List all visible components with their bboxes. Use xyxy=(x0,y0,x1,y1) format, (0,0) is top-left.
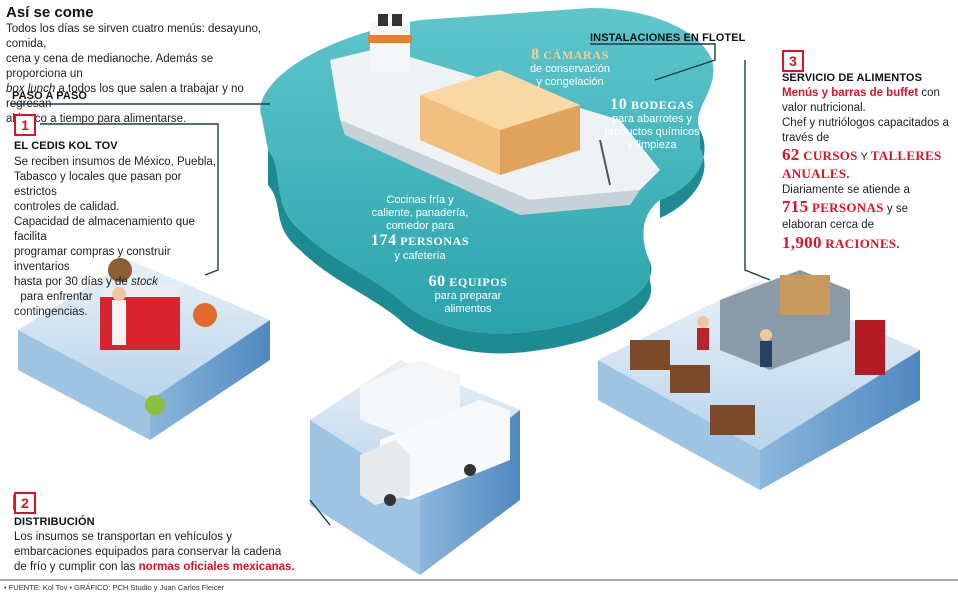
step3-text: Menús y barras de buffet con valor nutri… xyxy=(782,86,954,255)
equip-num: 60 xyxy=(428,273,446,290)
step3-rations-num: 1,900 xyxy=(782,233,822,252)
step3-line-1-rest: con xyxy=(918,87,940,99)
step3-line-2: valor nutricional. xyxy=(782,102,866,114)
step3-workshops-word: TALLERES xyxy=(870,148,942,163)
step2-line-1: Los insumos se transportan en vehículos … xyxy=(14,531,232,543)
step3-people-num: 715 xyxy=(782,197,809,216)
step1-title: EL CEDIS KOL TOV xyxy=(14,140,118,152)
flotel-chambers: 8 CÁMARAS de conservación y congelación xyxy=(520,46,620,89)
equip-line-2: alimentos xyxy=(444,303,492,315)
footer-source: • FUENTE: Kol Tov • GRÁFICO: PCH Studio … xyxy=(4,583,225,592)
step3-rations-word: RACIONES. xyxy=(821,236,900,251)
chambers-headline: 8 CÁMARAS xyxy=(520,46,620,63)
step1-line-7: contingencias. xyxy=(14,306,88,318)
ship-illustration xyxy=(330,14,660,215)
step2-badge: 2 xyxy=(14,492,36,514)
warehouses-line-1: para abarrotes y xyxy=(611,113,693,125)
intro-box-lunch: box lunch xyxy=(6,83,56,95)
step1-stock: stock xyxy=(131,276,158,288)
kitchen-line-2: caliente, panadería, xyxy=(371,207,469,219)
step3-people-word: PERSONAS xyxy=(808,200,884,215)
step3-people-rest: y se xyxy=(883,203,909,215)
flotel-warehouses: 10 BODEGAS para abarrotes y productos qu… xyxy=(602,96,702,152)
step3-line-3: Chef y nutriólogos capacitados a xyxy=(782,117,949,129)
step1-line-1: Se reciben insumos de México, Puebla, xyxy=(14,156,216,168)
step3-line-4: través de xyxy=(782,132,830,144)
kitchen-line-4: y cafetería xyxy=(394,250,446,262)
kitchen-line-1: Cocinas fría y xyxy=(386,194,454,206)
step1-line-5: programar compras y construir inventario… xyxy=(14,246,171,273)
kitchen-word: PERSONAS xyxy=(396,234,470,248)
step3-title: SERVICIO DE ALIMENTOS xyxy=(782,72,923,84)
intro-text: Todos los días se sirven cuatro menús: d… xyxy=(6,22,276,127)
step3-annual: ANUALES. xyxy=(782,166,954,183)
step2-line-3: de frío y cumplir con las normas oficial… xyxy=(14,560,314,575)
warehouses-num: 10 xyxy=(610,96,628,113)
step1-line-6-start: hasta por 30 días y de xyxy=(14,276,131,288)
step1-text: Se reciben insumos de México, Puebla, Ta… xyxy=(14,155,224,320)
warehouses-word: BODEGAS xyxy=(627,98,694,112)
step1-badge: 1 xyxy=(14,114,36,136)
step1-line-4: Capacidad de almacenamiento que facilita xyxy=(14,216,195,243)
flotel-title: INSTALACIONES EN FLOTEL xyxy=(590,32,746,44)
chambers-line-1: de conservación xyxy=(529,63,611,75)
warehouses-line-2: productos químicos xyxy=(604,126,700,138)
step3-courses-num: 62 xyxy=(782,145,800,164)
step1-line-6: hasta por 30 días y de stock para enfren… xyxy=(14,275,224,305)
step3-courses: 62 CURSOS Y TALLERES xyxy=(782,146,954,166)
step-by-step-label: PASO A PASO xyxy=(12,90,88,102)
intro-line-4: al barco a tiempo para alimentarse. xyxy=(6,113,187,125)
equip-word: EQUIPOS xyxy=(445,275,508,289)
connector-flotel xyxy=(590,43,716,81)
step3-people: 715 PERSONAS y se xyxy=(782,198,954,218)
step2-title: DISTRIBUCIÓN xyxy=(14,516,95,528)
step3-line-5: Diariamente se atiende a xyxy=(782,184,910,196)
flotel-equipment: 60 EQUIPOS para preparar alimentos xyxy=(418,273,518,316)
intro-line-1: Todos los días se sirven cuatro menús: d… xyxy=(6,23,262,50)
equip-line-1: para preparar xyxy=(434,290,502,302)
step2-line-3-start: de frío y cumplir con las xyxy=(14,561,139,573)
warehouses-headline: 10 BODEGAS xyxy=(602,96,702,113)
kitchen-floor xyxy=(18,258,270,440)
connector-step3 xyxy=(744,60,771,281)
intro-line-2: cena y cena de medianoche. Además se pro… xyxy=(6,53,214,80)
warehouses-line-3: y limpieza xyxy=(627,139,677,151)
step1-line-6-end: para enfrentar xyxy=(14,291,93,303)
step1-line-2: Tabasco y locales que pasan por estricto… xyxy=(14,171,182,198)
flotel-kitchens: Cocinas fría y caliente, panadería, come… xyxy=(360,194,480,263)
trucks-floor xyxy=(310,360,520,575)
step3-badge: 3 xyxy=(782,50,804,72)
chambers-line-2: y congelación xyxy=(536,76,604,88)
kitchen-headline: 174 PERSONAS xyxy=(360,233,480,250)
kitchen-line-3: comedor para xyxy=(386,220,454,232)
kitchen-num: 174 xyxy=(370,232,397,249)
dining-floor xyxy=(598,270,920,490)
step3-menus: Menús y barras de buffet xyxy=(782,87,919,99)
step2-line-2: embarcaciones equipados para conservar l… xyxy=(14,546,282,558)
step3-courses-y: Y xyxy=(857,151,871,163)
step3-line-6: elaboran cerca de xyxy=(782,219,875,231)
step3-rations: 1,900 RACIONES. xyxy=(782,233,954,255)
step3-line-1: Menús y barras de buffet con xyxy=(782,86,954,101)
intro-line-3-rest: a todos los que salen a trabajar y no re… xyxy=(6,83,244,110)
step3-annual-word: ANUALES. xyxy=(782,166,850,181)
chambers-word: CÁMARAS xyxy=(539,48,609,62)
step2-text: Los insumos se transportan en vehículos … xyxy=(14,530,314,575)
page-title: Así se come xyxy=(6,4,94,21)
step1-line-3: controles de calidad. xyxy=(14,201,120,213)
connector-step1 xyxy=(40,123,219,276)
chambers-num: 8 xyxy=(531,46,540,63)
intro-line-3: box lunch a todos los que salen a trabaj… xyxy=(6,82,276,112)
step2-norms: normas oficiales mexicanas. xyxy=(138,561,295,573)
step3-courses-word: CURSOS xyxy=(799,148,858,163)
equip-headline: 60 EQUIPOS xyxy=(418,273,518,290)
